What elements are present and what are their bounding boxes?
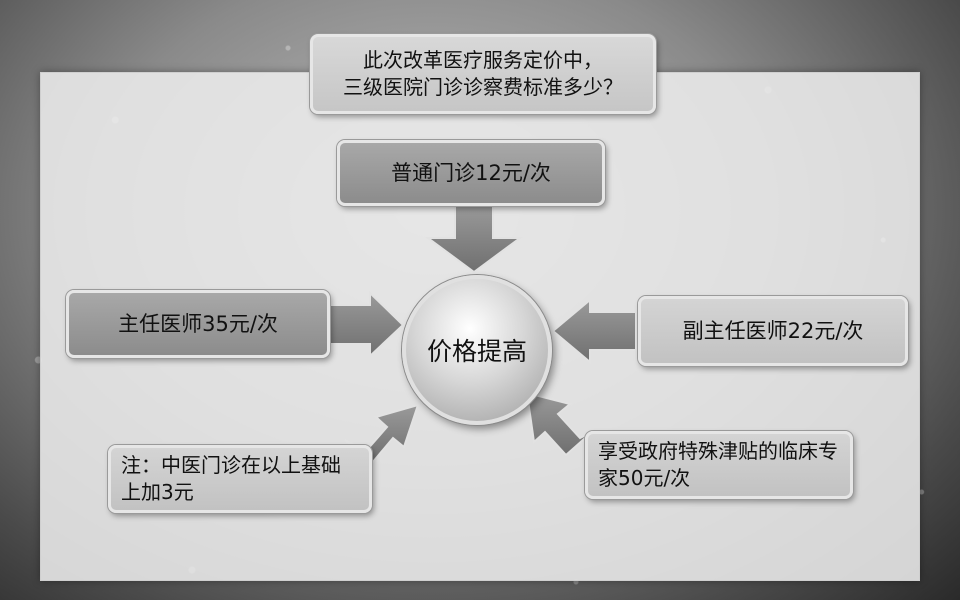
arrow-right-icon (324, 290, 405, 359)
box-left-label: 主任医师35元/次 (118, 311, 278, 336)
question-title-box: 此次改革医疗服务定价中， 三级医院门诊诊察费标准多少？ (310, 34, 656, 114)
title-line-1: 此次改革医疗服务定价中， (363, 48, 603, 72)
box-left: 主任医师35元/次 (66, 290, 330, 358)
box-bottom-right: 享受政府特殊津贴的临床专家50元/次 (585, 431, 853, 499)
arrow-down-icon (424, 204, 524, 274)
center-label: 价格提高 (426, 337, 527, 366)
arrow-up-left-icon (525, 391, 593, 457)
box-bottom-right-label: 享受政府特殊津贴的临床专家50元/次 (598, 439, 838, 490)
box-bottom-left-label: 注：中医门诊在以上基础上加3元 (121, 453, 341, 504)
arrow-left-icon (551, 297, 637, 365)
box-top-label: 普通门诊12元/次 (391, 160, 551, 185)
arrow-up-right-icon (344, 403, 420, 465)
box-top: 普通门诊12元/次 (337, 140, 605, 206)
box-right-label: 副主任医师22元/次 (682, 318, 864, 343)
center-circle: 价格提高 (402, 275, 552, 425)
box-right: 副主任医师22元/次 (638, 296, 908, 366)
box-bottom-left: 注：中医门诊在以上基础上加3元 (108, 445, 372, 513)
title-line-2: 三级医院门诊诊察费标准多少？ (343, 75, 623, 99)
